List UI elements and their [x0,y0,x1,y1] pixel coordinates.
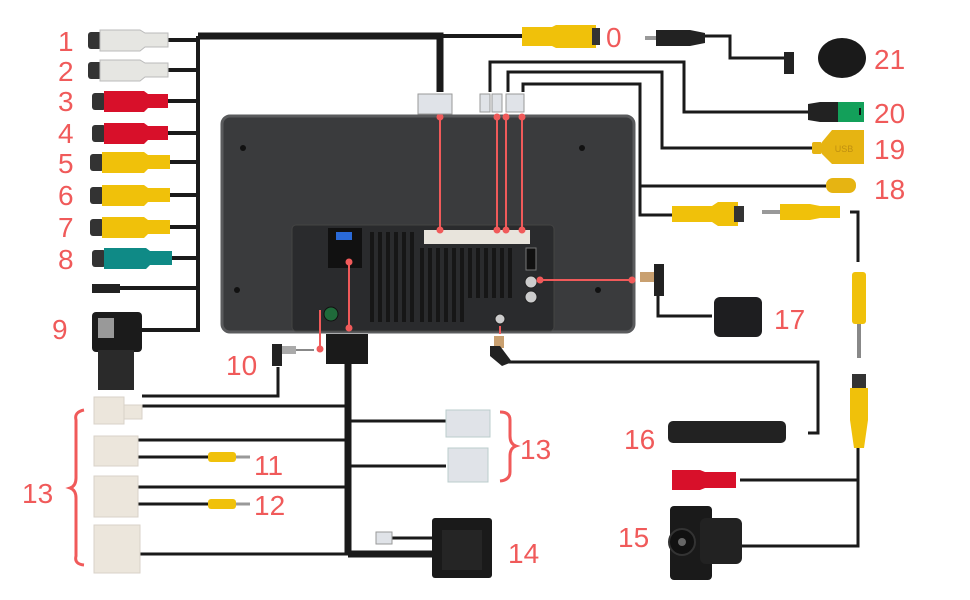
yellow-cap-18 [826,178,856,193]
rca-8 [92,248,172,269]
fakra-port-1 [524,275,538,289]
label-17: 17 [774,304,806,335]
head-unit [220,114,636,334]
antenna-plug [490,264,664,366]
cables [118,32,860,558]
label-19: 19 [874,134,906,165]
bracket-left [65,408,85,567]
hdmi-port [525,247,537,271]
indicator-lines [316,113,636,353]
harness-connectors-right [445,409,491,483]
label-13-left: 13 [22,478,54,509]
label-6: 6 [58,180,74,211]
mic-jack-21 [645,30,866,78]
label-2: 2 [58,56,74,87]
label-16: 16 [624,424,656,455]
plug-10 [272,344,314,366]
rca-11 [208,452,250,462]
cable-rca-yellow [638,186,672,217]
rca-5 [90,152,170,173]
vents [370,232,512,322]
usb-text: USB [835,144,854,154]
connector-large [417,93,453,115]
connector-small-2 [491,93,503,113]
label-15: 15 [618,522,650,553]
rca-2 [88,59,169,82]
label-13-right: 13 [520,434,552,465]
label-10: 10 [226,350,258,381]
green-plug-20 [808,102,864,122]
rca-connectors-left [88,29,172,293]
connector-small-1 [479,93,491,113]
cable-18 [521,82,826,188]
canbus-box-14 [375,518,492,578]
microphone-icon [818,38,866,78]
label-18: 18 [874,174,906,205]
label-20: 20 [874,98,906,129]
cable-16 [500,360,820,435]
label-3: 3 [58,86,74,117]
cable-10 [142,367,280,398]
label-0: 0 [606,22,622,53]
label-14: 14 [508,538,540,569]
label-12: 12 [254,490,286,521]
rca-1 [88,29,169,52]
cable-20 [488,60,808,114]
green-port [323,306,339,322]
cable-21 [705,34,784,60]
rca-yellow-0 [522,25,600,48]
harness-connectors-left [93,396,143,574]
label-11: 11 [254,450,284,481]
rca-12 [208,499,250,509]
label-21: 21 [874,44,906,75]
blue-fuse [336,232,352,240]
connector-small-3 [505,93,525,113]
rear-camera-15 [668,506,742,580]
small-plug [92,284,120,293]
antenna-16 [668,421,786,443]
rca-6 [90,185,170,206]
cable-camera-b [740,448,860,548]
top-connectors [417,93,525,115]
label-1: 1 [58,26,74,57]
rca-4 [92,123,168,144]
usb-port-19: USB [812,130,864,164]
left-trunk-cable [180,36,200,332]
rca-red-power [672,470,736,490]
cable-camera-a [850,210,860,262]
top-main-cable [198,32,444,92]
bracket-right [499,410,521,483]
label-4: 4 [58,118,74,149]
label-8: 8 [58,244,74,275]
label-5: 5 [58,148,74,179]
antenna-port [494,313,506,325]
cable-17 [656,285,712,318]
harness-box [326,334,368,364]
pin-connectors [424,230,530,244]
fakra-port-2 [524,290,538,304]
label-7: 7 [58,212,74,243]
rca-yellow-pair [672,202,868,448]
gps-antenna-17 [714,297,762,337]
sim-slot-9 [92,312,142,390]
cable-19 [506,70,820,150]
rca-3 [92,91,168,112]
label-9: 9 [52,314,68,345]
rca-7 [90,217,170,238]
